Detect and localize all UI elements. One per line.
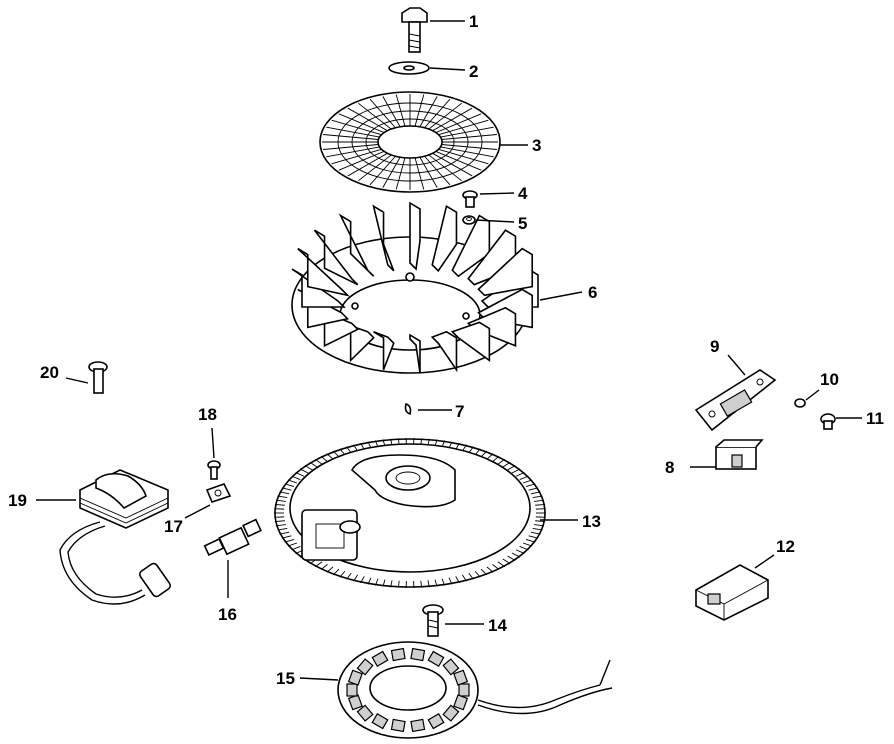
callout-9: 9: [710, 337, 719, 356]
callout-17: 17: [164, 517, 183, 536]
callout-18: 18: [198, 405, 217, 424]
part-12-plug-housing: [695, 564, 769, 621]
part-10-washer: [794, 398, 806, 408]
callout-labels: 1 2 3 4 5 6 7 8 9 10 11 12 13 14 15 16 1…: [8, 12, 884, 688]
part-1-bolt: [401, 7, 428, 53]
callout-12: 12: [776, 537, 795, 556]
part-4-screw: [462, 190, 478, 208]
part-13-flywheel: [274, 438, 546, 588]
callout-10: 10: [820, 370, 839, 389]
part-19-ignition-coil: [59, 469, 172, 605]
part-20-bolt: [88, 361, 108, 394]
callout-11: 11: [866, 409, 884, 428]
callout-20: 20: [40, 363, 59, 382]
part-7-key: [404, 402, 412, 416]
callout-7: 7: [455, 402, 464, 421]
part-16-spark-plug: [203, 518, 262, 556]
callout-15: 15: [276, 669, 295, 688]
part-9-regulator: [694, 369, 777, 432]
callout-8: 8: [665, 458, 674, 477]
callout-1: 1: [469, 12, 478, 31]
part-3-screen: [319, 91, 501, 193]
part-18-screw: [207, 460, 221, 480]
part-14-bolt: [422, 604, 444, 637]
part-17-clamp: [205, 483, 232, 503]
callout-13: 13: [582, 512, 601, 531]
callout-16: 16: [218, 605, 237, 624]
part-15-stator: [337, 641, 613, 739]
leader-lines: [36, 20, 862, 681]
part-6-fan: [291, 201, 539, 374]
callout-5: 5: [518, 214, 527, 233]
callout-6: 6: [588, 283, 597, 302]
part-8-connector: [715, 439, 764, 470]
callout-3: 3: [532, 136, 541, 155]
callout-19: 19: [8, 491, 27, 510]
callout-2: 2: [469, 62, 478, 81]
part-2-washer: [388, 61, 430, 75]
callout-4: 4: [518, 184, 528, 203]
part-5-nut: [462, 215, 476, 225]
part-11-screw: [820, 413, 836, 430]
callout-14: 14: [488, 616, 507, 635]
